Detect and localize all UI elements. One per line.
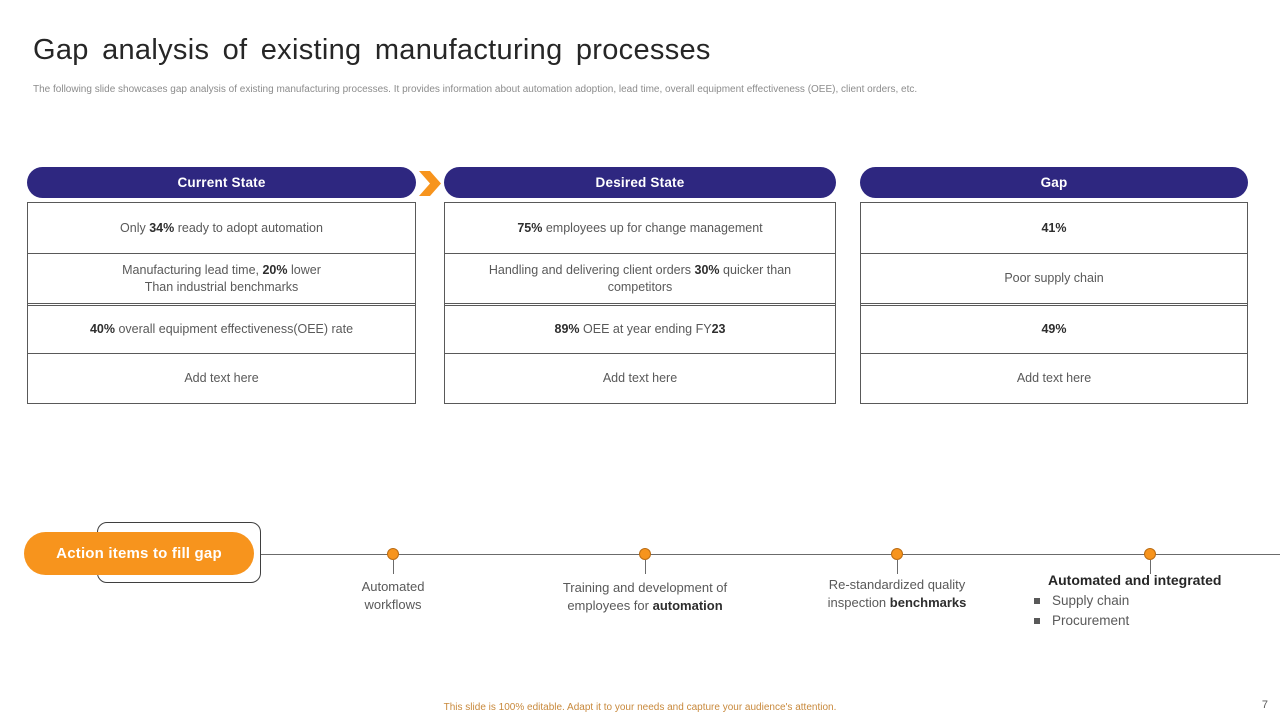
- gap-cell-3: 49%: [861, 303, 1247, 353]
- action-items-button: Action items to fill gap: [24, 532, 254, 575]
- current-state-header: Current State: [27, 167, 416, 198]
- page-title: Gap analysis of existing manufacturing p…: [33, 34, 711, 66]
- bullet-item-label: Supply chain: [1052, 593, 1130, 608]
- gap-cell-2: Poor supply chain: [861, 253, 1247, 303]
- page-number: 7: [1261, 699, 1268, 711]
- desired-state-cell-2: Handling and delivering client orders 30…: [445, 253, 835, 303]
- timeline-item-1-label: Automated workflows: [361, 579, 425, 613]
- square-bullet-icon: [1034, 597, 1040, 604]
- desired-state-header: Desired State: [444, 167, 836, 198]
- current-state-placeholder[interactable]: Add text here: [28, 353, 415, 403]
- timeline-dot-3: [891, 548, 903, 560]
- timeline-dot-2: [639, 548, 651, 560]
- timeline-tick-3: [897, 560, 898, 574]
- desired-state-placeholder[interactable]: Add text here: [445, 353, 835, 403]
- timeline-tick-1: [393, 560, 394, 574]
- timeline-dot-1: [387, 548, 399, 560]
- current-state-cell-2: Manufacturing lead time, 20% lower Than …: [28, 253, 415, 303]
- bullet-item: Supply chain: [1028, 593, 1260, 608]
- timeline-item-2-label: Training and development of employees fo…: [562, 580, 728, 614]
- timeline-line: [261, 554, 1280, 555]
- timeline-item-3-label: Re-standardized quality inspection bench…: [827, 577, 967, 611]
- desired-state-table: 75% employees up for change management H…: [444, 202, 836, 404]
- current-state-cell-3: 40% overall equipment effectiveness(OEE)…: [28, 303, 415, 353]
- footer-note: This slide is 100% editable. Adapt it to…: [443, 702, 837, 713]
- timeline-tick-4: [1150, 560, 1151, 574]
- current-state-cell-1: Only 34% ready to adopt automation: [120, 220, 323, 235]
- square-bullet-icon: [1034, 617, 1040, 624]
- timeline-item-4-title: Automated and integrated: [1048, 572, 1222, 588]
- slide-subtitle: The following slide showcases gap analys…: [33, 84, 918, 95]
- gap-header: Gap: [860, 167, 1248, 198]
- timeline-dot-4: [1144, 548, 1156, 560]
- desired-state-cell-1: 75% employees up for change management: [517, 220, 763, 235]
- bullet-item-label: Procurement: [1052, 613, 1130, 628]
- bullet-item: Procurement: [1028, 613, 1260, 628]
- gap-table: 41% Poor supply chain 49% Add text here: [860, 202, 1248, 404]
- gap-placeholder[interactable]: Add text here: [861, 353, 1247, 403]
- timeline-item-4: Automated and integrated Supply chain Pr…: [1028, 572, 1260, 628]
- current-state-table: Only 34% ready to adopt automation Manuf…: [27, 202, 416, 404]
- timeline-tick-2: [645, 560, 646, 574]
- desired-state-cell-3: 89% OEE at year ending FY23: [445, 303, 835, 353]
- gap-cell-1: 41%: [1041, 220, 1067, 235]
- chevron-right-icon: [419, 171, 441, 196]
